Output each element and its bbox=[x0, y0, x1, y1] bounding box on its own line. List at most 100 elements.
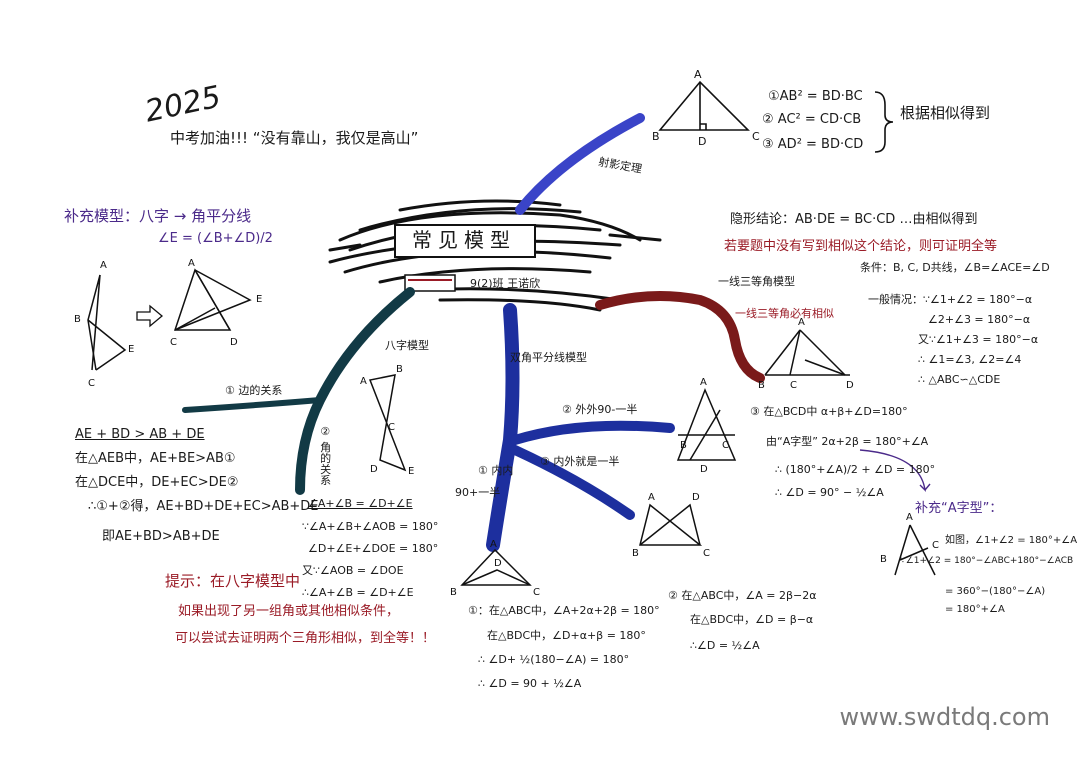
curve-arrow-icon bbox=[859, 449, 931, 492]
eight-angle-proof-1: ∵∠A+∠B+∠AOB = 180° bbox=[302, 520, 439, 533]
bisector-proof1-2: ∴ ∠D+ ½(180−∠A) = 180° bbox=[478, 653, 630, 666]
eight-hint-0: 提示：在八字模型中 bbox=[165, 572, 301, 590]
bisector-label: 双角平分线模型 bbox=[510, 351, 587, 364]
bisector-sub2: ② 外外90-一半 bbox=[562, 403, 638, 416]
svg-text:E: E bbox=[408, 466, 414, 477]
svg-text:A: A bbox=[360, 376, 367, 387]
center-title: 常见模型 bbox=[412, 228, 516, 252]
arrow-right-icon bbox=[136, 304, 164, 328]
svg-text:E: E bbox=[128, 344, 134, 355]
svg-text:B: B bbox=[396, 364, 403, 375]
supplement-a-proof-2: = 360°−(180°−∠A) bbox=[945, 586, 1046, 597]
shooting-brace bbox=[874, 91, 894, 153]
bisector-proof3-2: ∴ (180°+∠A)/2 + ∠D = 180° bbox=[775, 463, 936, 476]
bisector-proof3-0: ③ 在△BCD中 α+β+∠D=180° bbox=[750, 405, 908, 418]
watermark-text: www.swdtdq.com bbox=[839, 703, 1050, 731]
svg-text:C: C bbox=[722, 440, 729, 451]
bisector-proof3-1: 由“A字型” 2α+2β = 180°+∠A bbox=[766, 435, 929, 448]
one-line-header-1: 隐形结论：AB·DE = BC·CD …由相似得到 bbox=[730, 212, 978, 227]
svg-text:D: D bbox=[230, 337, 238, 348]
svg-text:C: C bbox=[752, 130, 760, 143]
svg-text:C: C bbox=[932, 540, 939, 551]
center-author: 9(2)班 王诺欣 bbox=[470, 277, 541, 290]
bisector-sub3: ③ 内外就是一半 bbox=[540, 455, 620, 468]
eight-angle-proof-3: 又∵∠AOB = ∠DOE bbox=[302, 564, 404, 577]
svg-text:B: B bbox=[652, 130, 660, 143]
svg-text:B: B bbox=[74, 314, 81, 325]
svg-text:A: A bbox=[648, 492, 655, 503]
one-line-condition: 条件：B, C, D共线，∠B=∠ACE=∠D bbox=[860, 261, 1050, 274]
svg-text:C: C bbox=[388, 422, 395, 433]
supplement-figure-left bbox=[87, 274, 127, 371]
one-line-general-1: ∠2+∠3 = 180°−α bbox=[928, 313, 1031, 326]
svg-text:D: D bbox=[846, 380, 854, 391]
svg-text:D: D bbox=[370, 464, 378, 475]
eight-angle-proof-4: ∴∠A+∠B = ∠D+∠E bbox=[302, 586, 414, 599]
svg-text:D: D bbox=[692, 492, 700, 503]
svg-text:A: A bbox=[694, 68, 702, 81]
branch-bisector-lower bbox=[510, 445, 635, 520]
eight-model-labels: A B D E C bbox=[360, 364, 414, 477]
svg-text:A: A bbox=[798, 317, 805, 328]
supplement-a-proof-3: = 180°+∠A bbox=[945, 604, 1005, 615]
bisector-proof2-0: ② 在△ABC中，∠A = 2β−2α bbox=[668, 589, 817, 602]
bisector-proof2-2: ∴∠D = ½∠A bbox=[690, 639, 760, 652]
eight-angle-proof-2: ∠D+∠E+∠DOE = 180° bbox=[308, 542, 439, 555]
shooting-formula-3: ③ AD² = BD·CD bbox=[762, 137, 864, 152]
eight-angle-proof-0: ∠A+∠B = ∠D+∠E bbox=[308, 497, 413, 510]
shooting-formula-1: ①AB² = BD·BC bbox=[768, 89, 863, 104]
svg-text:C: C bbox=[703, 548, 710, 559]
eight-side-label: ① 边的关系 bbox=[225, 384, 283, 397]
bisector-sub1b: 90+一半 bbox=[455, 486, 501, 499]
svg-text:C: C bbox=[88, 378, 95, 389]
eight-side-proof-4: 即AE+BD>AB+DE bbox=[102, 529, 220, 544]
svg-text:B: B bbox=[758, 380, 765, 391]
svg-text:D: D bbox=[700, 464, 708, 475]
supplement-a-title: 补充“A字型”： bbox=[915, 501, 1003, 516]
one-line-general-4: ∴ △ABC∽△CDE bbox=[918, 373, 1001, 386]
supplement-formula: ∠E = (∠B+∠D)/2 bbox=[158, 231, 273, 246]
branch-bisector-right bbox=[510, 420, 675, 445]
slogan-text: 中考加油!!! “没有靠山，我仅是高山” bbox=[170, 129, 419, 147]
bisector-proof1-3: ∴ ∠D = 90 + ½∠A bbox=[478, 677, 582, 690]
bisector-figure-3-labels: A B C D bbox=[680, 377, 729, 475]
a-shape-figure bbox=[894, 524, 936, 576]
one-line-general-0: 一般情况：∵∠1+∠2 = 180°−α bbox=[868, 293, 1033, 306]
supplement-a-proof-0: 如图，∠1+∠2 = 180°+∠A bbox=[945, 535, 1078, 546]
supplement-title: 补充模型：八字 → 角平分线 bbox=[64, 207, 252, 225]
eight-hint-1: 如果出现了另一组角或其他相似条件， bbox=[178, 604, 400, 619]
eight-side-proof-3: ∴①+②得，AE+BD+DE+EC>AB+DE bbox=[88, 499, 319, 514]
svg-text:C: C bbox=[170, 337, 177, 348]
branch-eight-side bbox=[182, 397, 323, 413]
branch-bisector bbox=[486, 303, 520, 552]
eight-side-proof-1: 在△AEB中，AE+BE>AB① bbox=[75, 451, 236, 466]
one-line-label-1: 一线三等角模型 bbox=[718, 275, 795, 288]
eight-angle-label: ② 角的关系 bbox=[318, 425, 332, 486]
shooting-formula-2: ② AC² = CD·CB bbox=[762, 112, 862, 127]
branch-shooting bbox=[515, 113, 645, 215]
eight-model-label: 八字模型 bbox=[385, 339, 429, 352]
svg-text:B: B bbox=[880, 554, 887, 565]
one-line-header-2: 若要题中没有写到相似这个结论，则可证明全等 bbox=[724, 239, 998, 254]
branch-one-line bbox=[595, 291, 765, 383]
center-title-box bbox=[394, 224, 536, 258]
a-shape-labels: A B C bbox=[880, 512, 939, 565]
bisector-figure-2 bbox=[639, 503, 703, 546]
svg-text:A: A bbox=[188, 258, 195, 269]
svg-text:E: E bbox=[256, 294, 262, 305]
bisector-figure-1 bbox=[460, 548, 532, 586]
svg-text:D: D bbox=[494, 558, 502, 569]
eight-side-proof-2: 在△DCE中，DE+EC>DE② bbox=[75, 475, 239, 490]
svg-text:C: C bbox=[533, 587, 540, 598]
one-line-figure bbox=[764, 329, 850, 376]
bisector-proof3-3: ∴ ∠D = 90° − ½∠A bbox=[775, 486, 884, 499]
svg-text:B: B bbox=[680, 440, 687, 451]
bisector-proof1-0: ①：在△ABC中，∠A+2α+2β = 180° bbox=[468, 604, 660, 617]
svg-text:A: A bbox=[700, 377, 707, 388]
one-line-general-2: 又∵∠1+∠3 = 180°−α bbox=[918, 333, 1039, 346]
svg-text:A: A bbox=[906, 512, 913, 523]
